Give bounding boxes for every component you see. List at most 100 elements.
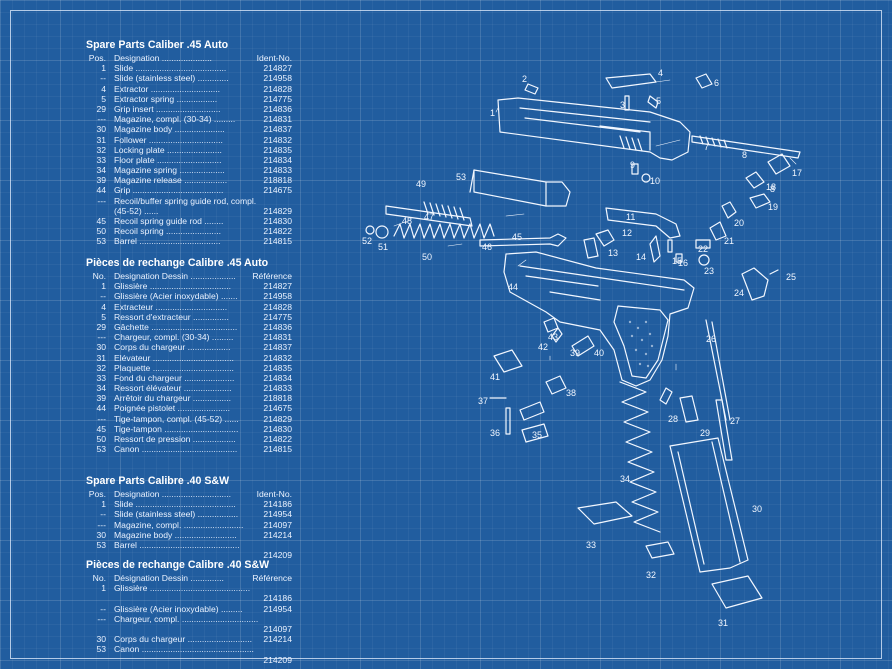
- row-ident: 214214: [263, 529, 292, 540]
- part-15: [667, 239, 673, 253]
- row-pos: ---: [97, 114, 106, 125]
- part-number-label: 24: [734, 288, 744, 298]
- row-designation: Glissière ..............................…: [114, 281, 231, 292]
- trigger-bar-part: [605, 207, 681, 239]
- row-designation: Barrel .................................…: [114, 539, 240, 550]
- row-designation: Floor plate ...........................: [114, 154, 222, 165]
- row-designation: Locking plate .......................: [114, 144, 222, 155]
- table-row: --Slide (stainless steel) .............2…: [86, 73, 292, 83]
- part-number-label: 11: [626, 212, 635, 222]
- table-row: --Glissière (Acier inoxydable) .......21…: [86, 291, 292, 301]
- row-ident: 214830: [263, 423, 292, 434]
- row-pos: ---: [97, 332, 106, 343]
- row-designation: Ressort élévateur ....................: [114, 383, 232, 394]
- row-ident: 214186: [263, 499, 292, 510]
- part-51: [375, 225, 389, 239]
- part-52: [365, 225, 375, 235]
- table-title: Spare Parts Caliber .45 Auto: [86, 39, 229, 51]
- part-16: [675, 253, 683, 263]
- guide-rod-part: [479, 233, 567, 247]
- part-number-label: 26: [706, 334, 716, 344]
- part-number-label: 20: [734, 218, 744, 228]
- part-number-label: 1: [490, 108, 495, 118]
- row-designation: Grip ...................................…: [114, 185, 224, 196]
- row-designation: Glissière (Acier inoxydable) .........: [114, 603, 243, 614]
- part-number-label: 29: [700, 428, 710, 438]
- part-35: [521, 423, 549, 443]
- row-designation: Canon ..................................…: [114, 444, 238, 455]
- row-designation: Glissière ..............................…: [114, 583, 251, 594]
- parts-table-40-fr: Pièces de rechange Calibre .40 S&W No. D…: [86, 558, 292, 665]
- row-designation: Gâchette ...............................…: [114, 321, 238, 332]
- row-designation: Barrel .................................…: [114, 236, 221, 247]
- table-title: Spare Parts Calibre .40 S&W: [86, 475, 230, 487]
- row-pos: 50: [96, 434, 106, 444]
- part-27: [715, 399, 733, 461]
- row-designation: Follower ...............................: [114, 134, 223, 145]
- part-number-label: 44: [508, 282, 518, 292]
- part-number-label: 38: [566, 388, 576, 398]
- row-pos: 32: [96, 144, 106, 155]
- row-pos: 39: [96, 175, 106, 186]
- part-number-label: 5: [656, 96, 661, 106]
- table-row: 53 Canon ................................…: [86, 444, 292, 454]
- row-ident: 214827: [263, 281, 292, 292]
- pin-part-3: [624, 95, 630, 111]
- sight-part-6: [695, 73, 713, 89]
- row-pos: --: [100, 73, 106, 84]
- header-pos: Pos.: [88, 53, 106, 63]
- row-ident: 214958: [263, 291, 292, 302]
- row-designation: Glissière (Acier inoxydable) .......: [114, 291, 238, 302]
- part-number-label: 50: [422, 252, 432, 262]
- grip-panel-part: [613, 305, 669, 379]
- row-pos: 32: [96, 362, 106, 373]
- row-designation: Recoil spring guide rod ........: [114, 216, 224, 227]
- part-24: [741, 267, 769, 301]
- part-number-label: 12: [622, 228, 632, 238]
- part-number-label: 8: [770, 184, 775, 194]
- part-number-label: 39: [570, 348, 580, 358]
- part-number-label: 8: [742, 150, 747, 160]
- row-designation: Plaquette ..............................…: [114, 362, 234, 373]
- table-header: No. Designation Dessin .................…: [86, 271, 292, 281]
- row-designation: Slide (stainless steel) ................…: [114, 509, 239, 520]
- row-ident: 214815: [263, 236, 292, 247]
- part-14: [649, 235, 661, 263]
- row-designation: Elévateur ..............................…: [114, 352, 234, 363]
- row-ident: 218818: [263, 393, 292, 404]
- part-number-label: 19: [768, 202, 778, 212]
- part-number-label: 17: [792, 168, 802, 178]
- part-number-label: 33: [586, 540, 596, 550]
- part-number-label: 15: [672, 256, 682, 266]
- row-designation: Slide ..................................…: [114, 499, 236, 510]
- row-pos: 53: [96, 644, 106, 655]
- row-ident: 214097: [263, 623, 292, 634]
- row-pos: 53: [96, 444, 106, 455]
- table-row: ---Chargeur, compl. ....................…: [86, 614, 292, 634]
- row-ident: 214829: [263, 205, 292, 216]
- table-row: 32 Locking plate ....................... 2…: [86, 145, 292, 155]
- part-41: [493, 349, 523, 373]
- row-designation: Magazine release ..................: [114, 175, 228, 186]
- row-ident: 214835: [263, 144, 292, 155]
- row-designation: Corps du chargeur ......................…: [114, 634, 253, 645]
- row-designation: Chargeur, compl. .......................…: [114, 613, 259, 624]
- row-ident: 214832: [263, 134, 292, 145]
- header-pos: No.: [92, 271, 106, 281]
- header-ident: Ident-No.: [256, 489, 292, 499]
- row-pos: 30: [96, 529, 106, 540]
- part-number-label: 30: [752, 504, 762, 514]
- table-header: No. Désignation Dessin .............. Ré…: [86, 573, 292, 583]
